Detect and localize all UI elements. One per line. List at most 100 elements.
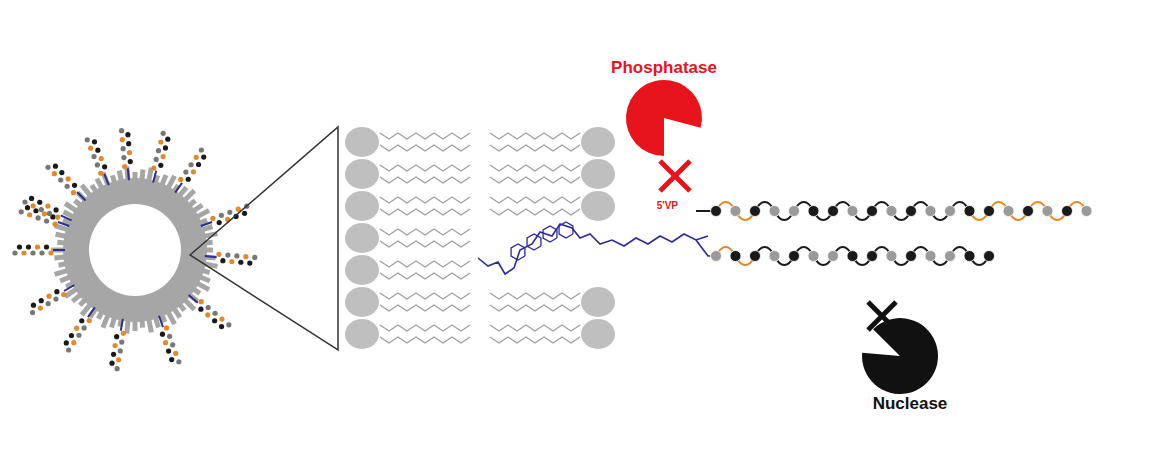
lipid-tail xyxy=(490,337,580,343)
sterol-ring xyxy=(543,226,557,242)
nucleotide xyxy=(886,251,897,262)
lipid-tail xyxy=(380,293,470,299)
nucleotide xyxy=(828,206,839,217)
lipid-tail xyxy=(380,337,470,343)
surface-oligo xyxy=(189,295,232,329)
lipid-tail xyxy=(380,261,470,267)
surface-oligo xyxy=(151,131,170,183)
vp-bond xyxy=(696,210,712,212)
nucleotide xyxy=(867,251,878,262)
lipid-tail xyxy=(490,305,580,311)
enzyme-label: Nuclease xyxy=(873,394,948,414)
surface-oligo xyxy=(45,164,85,201)
nucleotide xyxy=(789,251,800,262)
surface-oligo xyxy=(201,204,250,227)
lipid-tail xyxy=(380,325,470,331)
nucleotide xyxy=(1003,206,1014,217)
lipid-tail xyxy=(380,305,470,311)
nucleotide xyxy=(847,206,858,217)
oligo-strand xyxy=(711,247,995,265)
surface-oligo xyxy=(22,196,71,221)
lipid-bilayer xyxy=(345,127,615,349)
cholesterol-linker xyxy=(478,211,716,274)
nucleotide xyxy=(1023,206,1034,217)
lipid-tail xyxy=(490,177,580,183)
surface-oligo xyxy=(119,128,133,180)
nucleotide xyxy=(984,206,995,217)
lipid-head xyxy=(345,255,379,285)
lipid-head xyxy=(345,223,379,253)
lipid-tail xyxy=(490,145,580,151)
sterol-ring xyxy=(559,222,573,238)
lipid-head xyxy=(345,319,379,349)
nucleotide xyxy=(730,206,741,217)
nucleotide xyxy=(1062,206,1073,217)
lipid-head xyxy=(581,287,615,317)
lipid-tail xyxy=(380,209,470,215)
lipid-head xyxy=(581,127,615,157)
lipid-tail xyxy=(490,325,580,331)
lipid-tail xyxy=(380,133,470,139)
surface-oligo xyxy=(175,147,206,192)
sterol-ring xyxy=(511,244,525,260)
sterol-ring xyxy=(527,234,541,250)
lipid-head xyxy=(581,319,615,349)
lipid-head xyxy=(581,191,615,221)
nuclease-enzyme xyxy=(862,318,938,394)
lipid-head xyxy=(345,159,379,189)
nucleotide xyxy=(711,206,722,217)
lipid-tail xyxy=(380,229,470,235)
nucleotide xyxy=(769,206,780,217)
nucleotide xyxy=(925,206,936,217)
block-cross xyxy=(660,161,690,191)
nucleotide xyxy=(769,251,780,262)
lipid-tail xyxy=(490,293,580,299)
zoom-lines xyxy=(190,127,338,350)
lipid-head xyxy=(345,287,379,317)
surface-oligo xyxy=(159,316,182,365)
lipid-head xyxy=(345,127,379,157)
nucleotide xyxy=(964,251,975,262)
surface-oligo xyxy=(85,137,109,185)
block-cross xyxy=(868,302,896,330)
nucleotide xyxy=(789,206,800,217)
nucleotide xyxy=(730,251,741,262)
nucleotide xyxy=(906,251,917,262)
lipid-head xyxy=(581,159,615,189)
nucleotide xyxy=(750,206,761,217)
nucleotide xyxy=(945,251,956,262)
surface-oligo xyxy=(109,319,126,371)
surface-oligo xyxy=(12,244,65,255)
oligo-strand xyxy=(711,202,1093,220)
lipid-tail xyxy=(490,197,580,203)
nucleotide xyxy=(711,251,722,262)
surface-oligo xyxy=(205,252,258,266)
nucleotide xyxy=(867,206,878,217)
phosphatase-enzyme xyxy=(626,80,702,156)
nucleotide xyxy=(964,206,975,217)
modification-label: 5'VP xyxy=(657,200,678,211)
lipid-tail xyxy=(490,209,580,215)
nucleotide xyxy=(808,206,819,217)
nucleotide xyxy=(886,206,897,217)
nucleotide xyxy=(945,206,956,217)
liposome xyxy=(12,128,257,371)
nucleotide xyxy=(808,251,819,262)
nucleotide xyxy=(984,251,995,262)
lipid-tail xyxy=(380,273,470,279)
enzyme-label: Phosphatase xyxy=(611,58,717,78)
lipid-tail xyxy=(490,165,580,171)
lipid-tail xyxy=(380,241,470,247)
nucleotide xyxy=(750,251,761,262)
lipid-tail xyxy=(380,145,470,151)
linker-chain xyxy=(478,224,708,274)
lipid-tail xyxy=(380,197,470,203)
nucleotide xyxy=(1042,206,1053,217)
lipid-tail xyxy=(380,177,470,183)
lipid-tail xyxy=(380,165,470,171)
nucleotide xyxy=(925,251,936,262)
nucleotide xyxy=(1081,206,1092,217)
liposome-core xyxy=(89,204,181,296)
